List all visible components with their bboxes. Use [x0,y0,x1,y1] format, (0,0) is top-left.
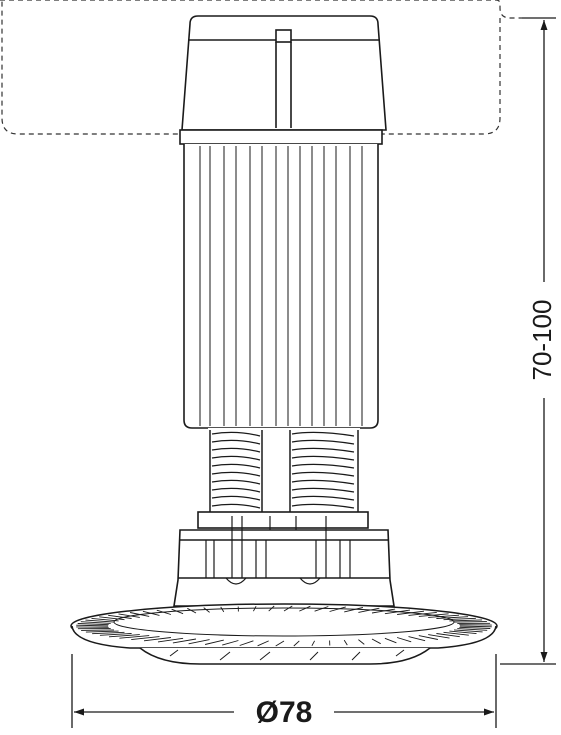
cabinet-outline-dashed [0,0,522,135]
top-cap [179,15,387,145]
height-dimension [500,17,556,665]
base-plate [70,603,498,665]
diameter-dimension [71,654,497,728]
threaded-spindle [208,428,360,512]
base-collar [173,511,395,607]
fluted-column [183,144,379,429]
diameter-label: Ø78 [256,696,313,729]
height-label: 70-100 [527,300,557,381]
